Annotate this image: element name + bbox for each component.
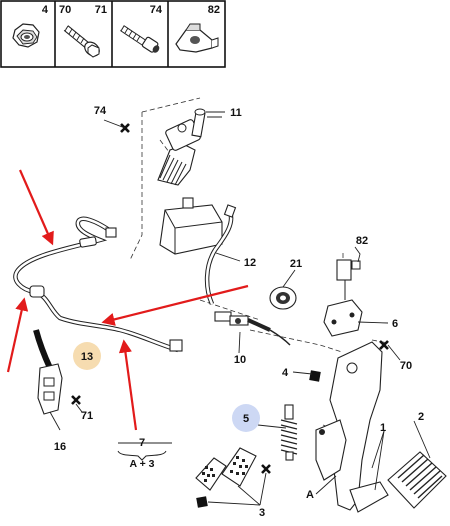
highlight-13 — [73, 342, 101, 370]
arrow-to-pipe-top — [18, 169, 54, 246]
callout-7: 7 — [139, 437, 145, 449]
square-marker-4 — [309, 370, 321, 382]
rod-10 — [214, 311, 291, 346]
connector-clip-icon — [175, 23, 219, 53]
fluid-reservoir — [159, 197, 223, 255]
fastener-markers — [71, 123, 389, 508]
red-arrows — [6, 169, 249, 431]
arrow-to-pipe-left — [6, 297, 29, 373]
pedal-assembly — [315, 341, 389, 513]
square-marker-3 — [196, 496, 208, 508]
pedal-pads-3 — [195, 447, 257, 491]
highlight-5 — [232, 404, 260, 432]
callout-13: 13 — [81, 351, 93, 363]
pipe-12 — [204, 204, 237, 305]
legend-label-71: 71 — [95, 4, 107, 16]
switch-assembly — [323, 259, 363, 337]
callout-71: 71 — [81, 410, 93, 422]
spring-5 — [280, 404, 298, 461]
nut-icon — [12, 23, 40, 48]
callout-82: 82 — [356, 235, 368, 247]
callout-11: 11 — [230, 107, 242, 119]
arrow-to-pipe-mid — [101, 284, 249, 326]
arrow-to-pipe-bottom — [118, 339, 138, 431]
callout-4: 4 — [282, 367, 289, 379]
x-marker-71 — [71, 395, 81, 405]
pedal-pad-2 — [387, 451, 447, 509]
pipe-13 — [13, 216, 183, 353]
x-marker-3 — [261, 464, 271, 474]
bracket-16 — [33, 329, 63, 415]
callout-21: 21 — [290, 258, 302, 270]
callout-5: 5 — [243, 413, 249, 425]
x-marker-70 — [379, 340, 389, 350]
callout-3: 3 — [259, 507, 265, 519]
callout-labels: 74 11 12 21 82 6 70 10 4 13 71 16 7 A + … — [54, 105, 424, 519]
callout-A: A — [306, 489, 314, 501]
callout-70: 70 — [400, 360, 412, 372]
callout-10: 10 — [234, 354, 246, 366]
callout-1: 1 — [380, 422, 386, 434]
legend-label-74: 74 — [150, 4, 163, 16]
callout-2: 2 — [418, 411, 424, 423]
grommet-21 — [269, 286, 297, 310]
callout-12: 12 — [244, 257, 256, 269]
clutch-cylinder — [157, 108, 222, 186]
callout-6: 6 — [392, 318, 398, 330]
leader-lines — [49, 111, 431, 506]
legend-label-4: 4 — [42, 4, 49, 16]
flange-bolt-icon — [63, 25, 100, 58]
screw-icon — [120, 25, 160, 53]
callout-7-sub: A + 3 — [130, 458, 155, 470]
callout-74: 74 — [94, 105, 107, 117]
brace-7 — [117, 450, 167, 461]
fastener-legend: 4 70 71 74 82 — [0, 0, 226, 68]
callout-16: 16 — [54, 441, 66, 453]
legend-label-82: 82 — [208, 4, 220, 16]
legend-label-70: 70 — [59, 4, 71, 16]
